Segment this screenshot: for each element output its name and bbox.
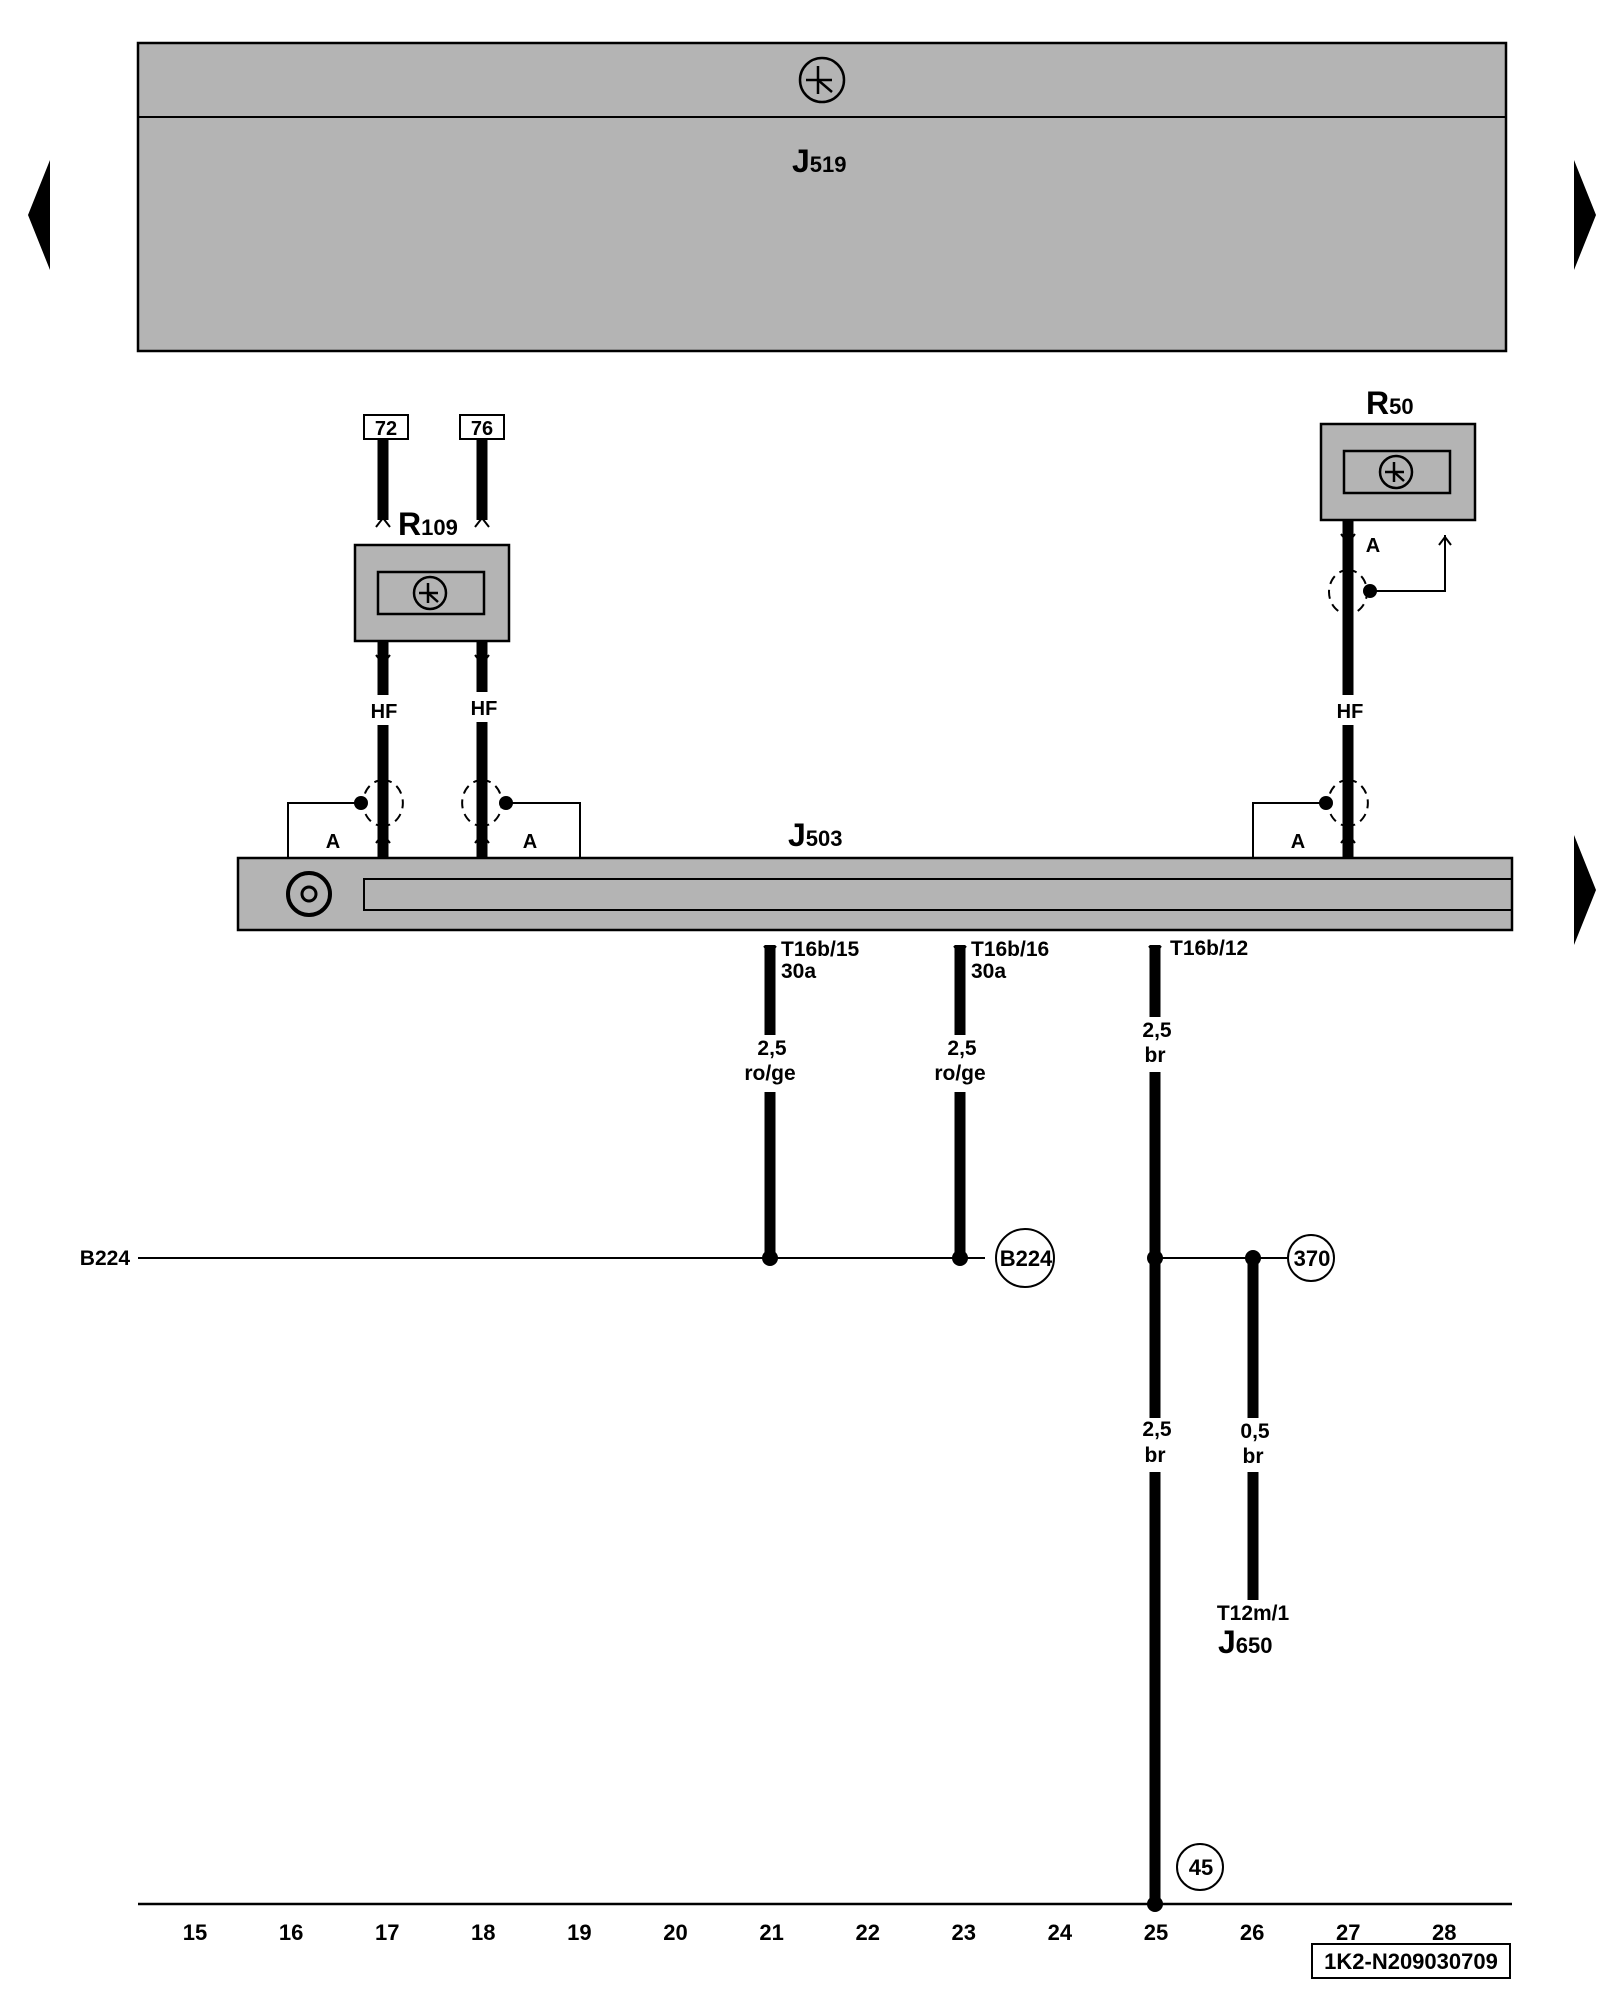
pin-16-code: 30a <box>971 960 1006 983</box>
r109-label: R109 <box>398 506 458 542</box>
connection-b224: B224 <box>995 1228 1055 1288</box>
ruler-column-17: 17 <box>375 1920 399 1945</box>
ref-box-72: 72 <box>363 414 409 440</box>
wire-21-color: ro/ge <box>744 1062 795 1085</box>
ruler-column-23: 23 <box>952 1920 976 1945</box>
shield-a-left: A <box>326 831 340 853</box>
ruler-column-19: 19 <box>567 1920 591 1945</box>
shield-a-right: A <box>1291 831 1305 853</box>
shield-a-mid: A <box>523 831 537 853</box>
wire-25a-color: br <box>1145 1044 1166 1067</box>
pin-t12m-1: T12m/1 <box>1217 1602 1290 1625</box>
component-r50: R50 <box>1319 385 1477 522</box>
electronic-component-icon <box>798 56 846 104</box>
radio-unit-icon <box>286 871 332 917</box>
wire-23-size: 2,5 <box>947 1037 977 1060</box>
ruler-column-18: 18 <box>471 1920 495 1945</box>
ruler-column-26: 26 <box>1240 1920 1264 1945</box>
ruler-column-28: 28 <box>1432 1920 1456 1945</box>
hf-label-3: HF <box>1337 701 1364 723</box>
wire-25a-size: 2,5 <box>1142 1019 1172 1042</box>
diagram-code-box: 1K2-N209030709 <box>1311 1943 1511 1979</box>
column-ruler: 15 16 17 18 19 20 21 22 23 24 25 26 27 28 <box>183 1920 1457 1945</box>
r50-pin-a: A <box>1366 535 1380 557</box>
next-page-arrow-top[interactable] <box>1574 160 1596 270</box>
wire-26-color: br <box>1243 1445 1264 1468</box>
j650-label: J650 <box>1218 1624 1273 1660</box>
svg-text:72: 72 <box>375 418 397 440</box>
ruler-column-16: 16 <box>279 1920 303 1945</box>
wire-23-color: ro/ge <box>934 1062 985 1085</box>
component-r109: R109 <box>353 506 511 643</box>
electronic-component-icon <box>1378 454 1414 490</box>
control-unit-j519: J519 <box>136 41 1508 353</box>
ruler-column-15: 15 <box>183 1920 207 1945</box>
control-unit-j503: J503 <box>236 817 1514 932</box>
svg-text:76: 76 <box>471 418 493 440</box>
pin-16-name: T16b/16 <box>971 938 1049 961</box>
pin-15-code: 30a <box>781 960 816 983</box>
next-page-arrow-bottom[interactable] <box>1574 835 1596 945</box>
ruler-column-25: 25 <box>1144 1920 1168 1945</box>
connection-45: 45 <box>1176 1843 1224 1891</box>
ruler-column-24: 24 <box>1048 1920 1073 1945</box>
ruler-column-20: 20 <box>663 1920 687 1945</box>
svg-text:B224: B224 <box>1000 1246 1053 1271</box>
wire-26-size: 0,5 <box>1240 1420 1270 1443</box>
svg-text:1K2-N209030709: 1K2-N209030709 <box>1324 1949 1498 1974</box>
ruler-column-21: 21 <box>759 1920 783 1945</box>
wire-25b-color: br <box>1145 1444 1166 1467</box>
r50-label: R50 <box>1366 385 1414 421</box>
prev-page-arrow[interactable] <box>28 160 50 270</box>
svg-text:45: 45 <box>1189 1855 1213 1880</box>
j519-label: J519 <box>792 143 847 179</box>
ref-box-76: 76 <box>459 414 505 440</box>
j503-label: J503 <box>788 817 843 853</box>
pin-15-name: T16b/15 <box>781 938 860 961</box>
ruler-column-27: 27 <box>1336 1920 1360 1945</box>
wire-21-size: 2,5 <box>757 1037 787 1060</box>
hf-label-1: HF <box>371 701 398 723</box>
wire-25b-size: 2,5 <box>1142 1418 1172 1441</box>
pin-12-name: T16b/12 <box>1170 937 1248 960</box>
hf-label-2: HF <box>471 698 498 720</box>
electronic-component-icon <box>412 575 448 611</box>
svg-text:370: 370 <box>1294 1246 1331 1271</box>
ruler-column-22: 22 <box>855 1920 879 1945</box>
bus-b224-label: B224 <box>80 1247 131 1270</box>
connection-370: 370 <box>1287 1234 1335 1282</box>
